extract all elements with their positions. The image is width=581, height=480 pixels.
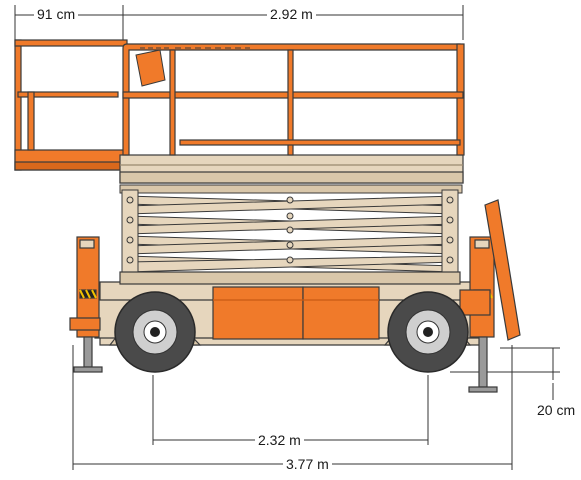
platform [14, 39, 465, 184]
control-box [135, 47, 250, 87]
wheelbase-label: 2.32 m [255, 432, 304, 448]
overall-length-label: 3.77 m [283, 456, 332, 472]
wheels [114, 291, 469, 373]
guardrails [122, 43, 465, 156]
wheel-rear [387, 291, 469, 373]
main-deck [119, 154, 464, 184]
platform-length-label: 2.92 m [267, 6, 316, 22]
extension-width-label: 91 cm [34, 6, 79, 22]
ground-clearance-label: 20 cm [534, 402, 579, 418]
battery-box-right [302, 286, 380, 340]
scissor-stack [119, 184, 463, 273]
battery-box-left [212, 286, 304, 340]
wheel-front [114, 291, 196, 373]
extension-deck [14, 39, 128, 171]
scissor-pins [126, 196, 454, 264]
outriggers [69, 199, 521, 393]
